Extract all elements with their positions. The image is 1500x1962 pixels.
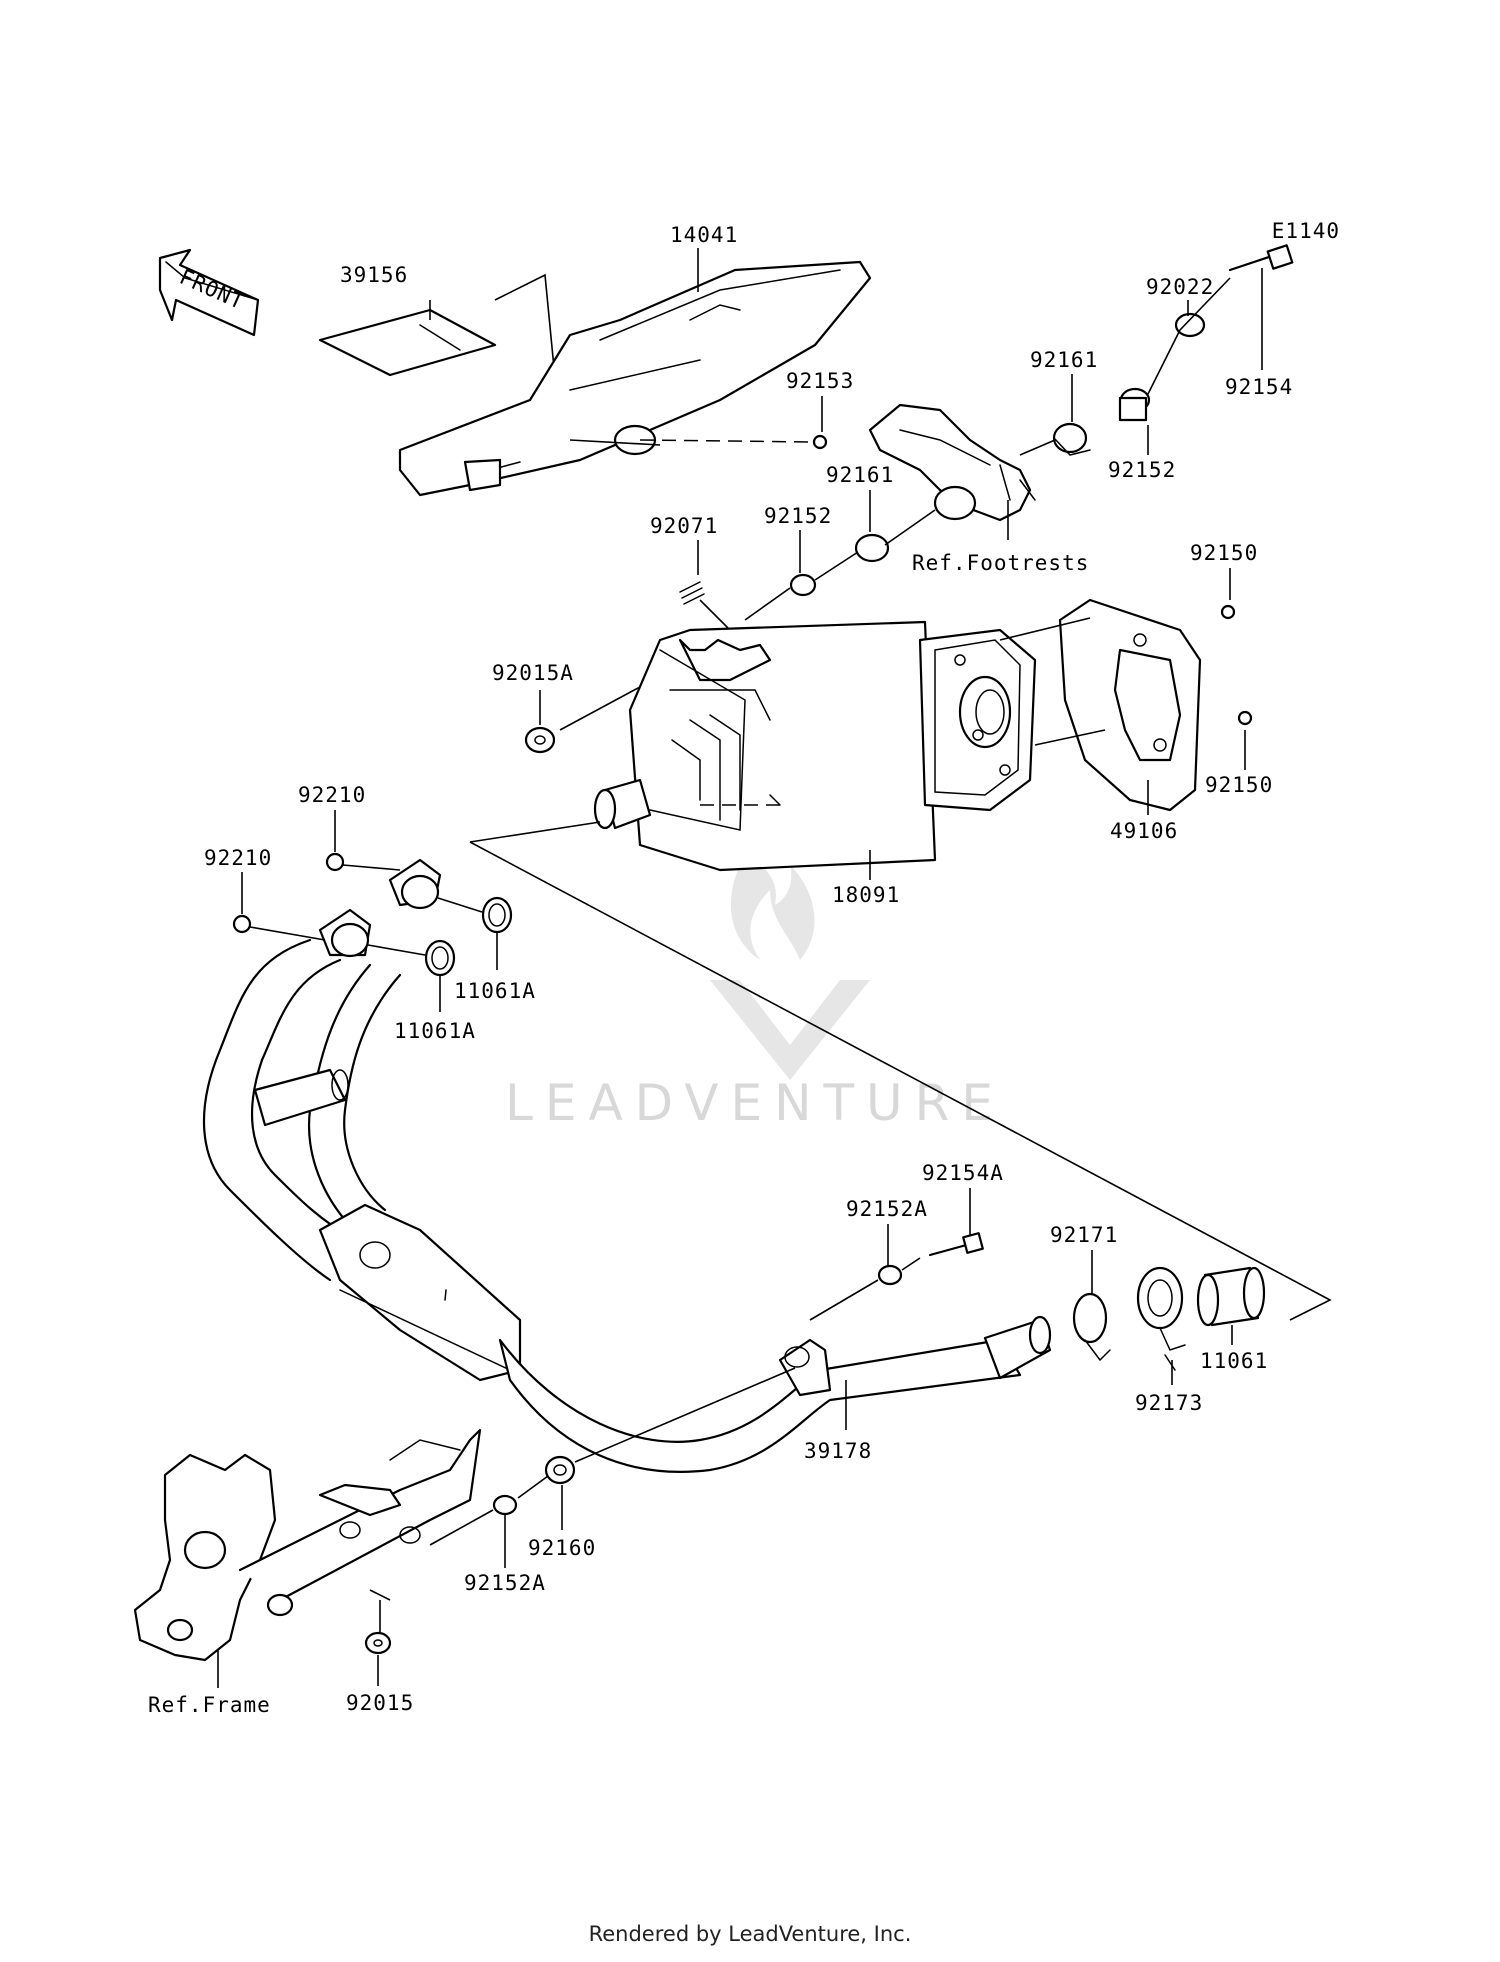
- diagram-code: E1140: [1272, 219, 1340, 243]
- label-92161-upper: 92161: [1030, 348, 1098, 372]
- part-92071-spring: [679, 581, 705, 605]
- part-92173-clamp-band: [1136, 1266, 1186, 1371]
- label-11061A-a: 11061A: [454, 979, 536, 1003]
- frame-bracket: [133, 1428, 482, 1662]
- label-ref-frame: Ref.Frame: [148, 1693, 271, 1717]
- label-11061: 11061: [1200, 1349, 1268, 1373]
- part-92150-screw-lower: [1237, 710, 1253, 726]
- part-11061A-gasket-b: [424, 939, 456, 977]
- part-92171-clamp: [1072, 1292, 1111, 1362]
- label-92173: 92173: [1135, 1391, 1203, 1415]
- part-92022-washer: [1174, 312, 1206, 338]
- part-92160-rubber: [544, 1455, 576, 1485]
- label-49106: 49106: [1110, 819, 1178, 843]
- part-92015A-nut: [524, 726, 556, 754]
- label-11061A-b: 11061A: [394, 1019, 476, 1043]
- label-ref-footrests: Ref.Footrests: [912, 551, 1089, 575]
- part-92015-nut: [364, 1631, 392, 1655]
- watermark-text: LEADVENTURE: [505, 1074, 1005, 1132]
- label-14041: 14041: [670, 223, 738, 247]
- label-92154A: 92154A: [922, 1161, 1004, 1185]
- part-92152-bushing-lower: [789, 573, 817, 597]
- render-credit: Rendered by LeadVenture, Inc.: [588, 1922, 912, 1946]
- part-92152A-collar-lower: [492, 1494, 518, 1516]
- part-11061A-gasket-a: [481, 896, 513, 934]
- label-92210-b: 92210: [204, 846, 272, 870]
- part-92161-rubber-lower: [854, 533, 890, 563]
- part-92152-bushing-upper: [1118, 387, 1151, 422]
- label-92152-lower: 92152: [764, 504, 832, 528]
- part-14041-cover: [398, 260, 872, 497]
- label-39178: 39178: [804, 1439, 872, 1463]
- part-92154-bolt: [1228, 244, 1294, 272]
- label-92150-lower: 92150: [1205, 773, 1273, 797]
- part-92152A-collar-upper: [877, 1264, 903, 1286]
- label-92153: 92153: [786, 369, 854, 393]
- label-92160: 92160: [528, 1536, 596, 1560]
- label-92015: 92015: [346, 1691, 414, 1715]
- exhaust-parts-diagram: LEADVENTURE E1140 FRONT 39156 14041 9215…: [133, 219, 1340, 1717]
- label-92161-lower: 92161: [826, 463, 894, 487]
- label-92171: 92171: [1050, 1223, 1118, 1247]
- watermark-logo: [710, 855, 870, 1080]
- front-arrow-icon: FRONT: [158, 248, 260, 337]
- label-92154: 92154: [1225, 375, 1293, 399]
- part-92210-nut-b: [232, 914, 252, 934]
- part-92150-screw-upper: [1220, 604, 1236, 620]
- part-11061-gasket: [1196, 1266, 1266, 1327]
- label-92152-upper: 92152: [1108, 458, 1176, 482]
- label-92015A: 92015A: [492, 661, 574, 685]
- part-92153-screw: [812, 434, 828, 450]
- label-92210-a: 92210: [298, 783, 366, 807]
- label-92022: 92022: [1146, 275, 1214, 299]
- label-18091: 18091: [832, 883, 900, 907]
- part-92161-rubber-upper: [1052, 422, 1091, 456]
- part-18091-muffler: [593, 620, 1037, 872]
- label-92150-upper: 92150: [1190, 541, 1258, 565]
- part-exhaust-flanges: [318, 858, 442, 958]
- label-92071: 92071: [650, 514, 718, 538]
- label-39156: 39156: [340, 263, 408, 287]
- part-92154A-bolt: [928, 1232, 984, 1257]
- part-92210-nut-a: [325, 852, 345, 872]
- part-39156-sticker: [318, 308, 497, 377]
- part-49106-end-cover: [1058, 598, 1202, 812]
- footrest-bracket: [868, 403, 1036, 522]
- label-92152A-upper: 92152A: [846, 1197, 928, 1221]
- label-92152A-lower: 92152A: [464, 1571, 546, 1595]
